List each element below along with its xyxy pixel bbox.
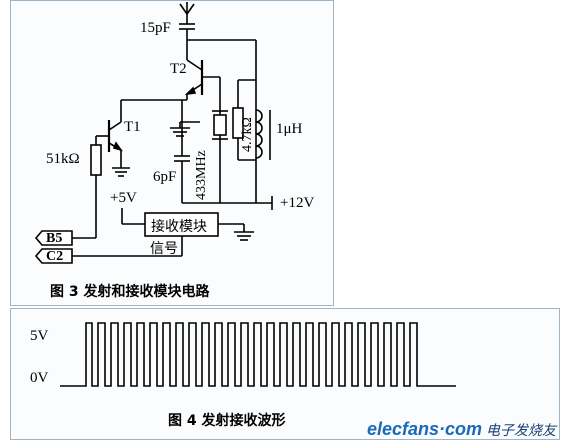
signal-label: 信号 [150,241,178,257]
antenna-left [179,3,188,15]
antenna-right [186,3,195,15]
resistor-51k-label: 51kΩ [46,151,80,167]
waveform-trace [60,322,456,387]
label-0v: 0V [30,370,49,386]
cap-15pf-label: 15pF [140,20,171,36]
t2-label: T2 [170,61,187,77]
figure3-caption: 图 3 发射和接收模块电路 [50,284,210,300]
inductor-label: 1μH [276,121,303,137]
figure4-caption: 图 4 发射接收波形 [168,413,286,429]
label-5v: 5V [30,328,49,344]
watermark-brand: elecfans·com [366,419,482,439]
connector-c2-label: C2 [46,249,64,264]
supply-12v-label: +12V [280,195,315,211]
receiver-module-label: 接收模块 [151,219,207,235]
supply-5v-label: +5V [110,190,137,206]
cap-6pf-label: 6pF [153,169,177,185]
watermark-chinese: 电子发烧友 [486,422,556,438]
t1-label: T1 [124,119,141,135]
connector-b5-label: B5 [46,231,63,246]
waveform-panel [10,308,560,440]
